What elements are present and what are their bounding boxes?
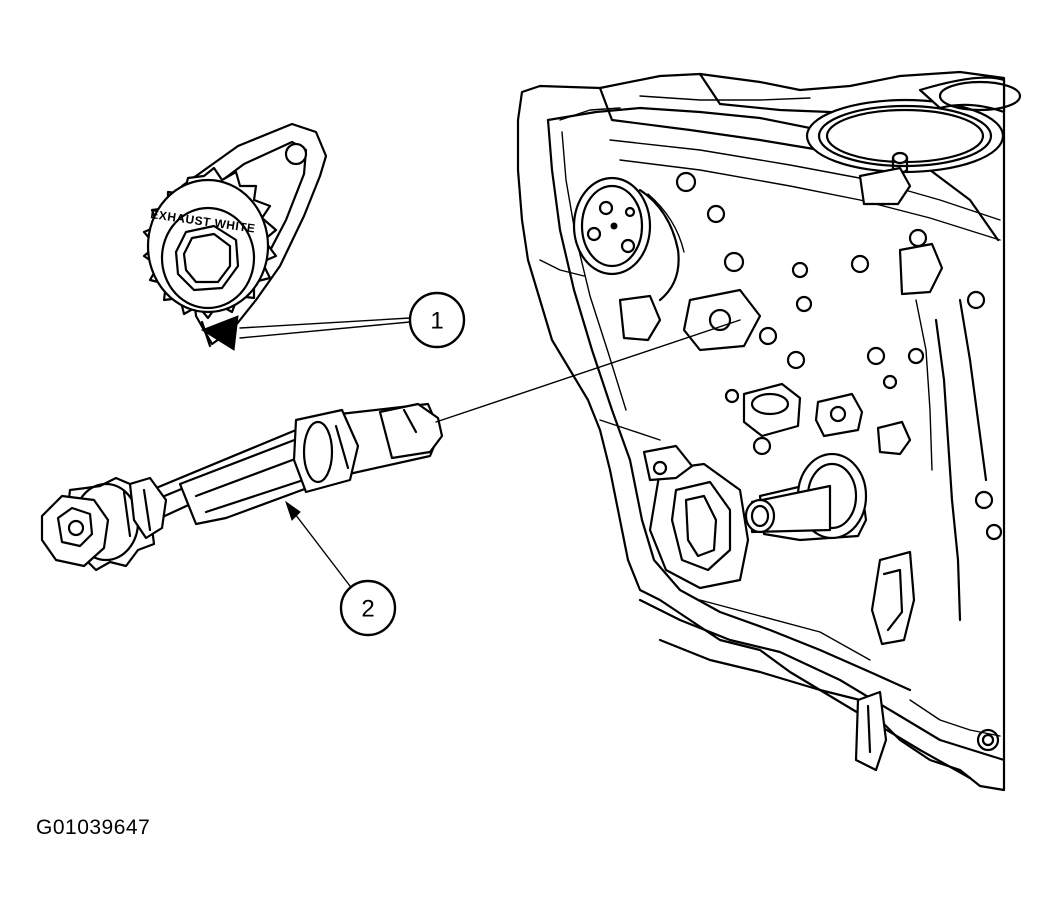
callout-1: 1 bbox=[239, 291, 466, 349]
engine-block bbox=[516, 70, 1022, 792]
callout-2: 2 bbox=[285, 500, 397, 637]
callout-2-label: 2 bbox=[361, 596, 374, 623]
figure-id: G01039647 bbox=[36, 816, 151, 839]
callout-1-label: 1 bbox=[430, 308, 443, 335]
alignment-line bbox=[435, 319, 741, 423]
balance-shaft-assembly bbox=[40, 402, 444, 572]
exhaust-sprocket-assembly: EXHAUST WHITE bbox=[142, 122, 328, 351]
